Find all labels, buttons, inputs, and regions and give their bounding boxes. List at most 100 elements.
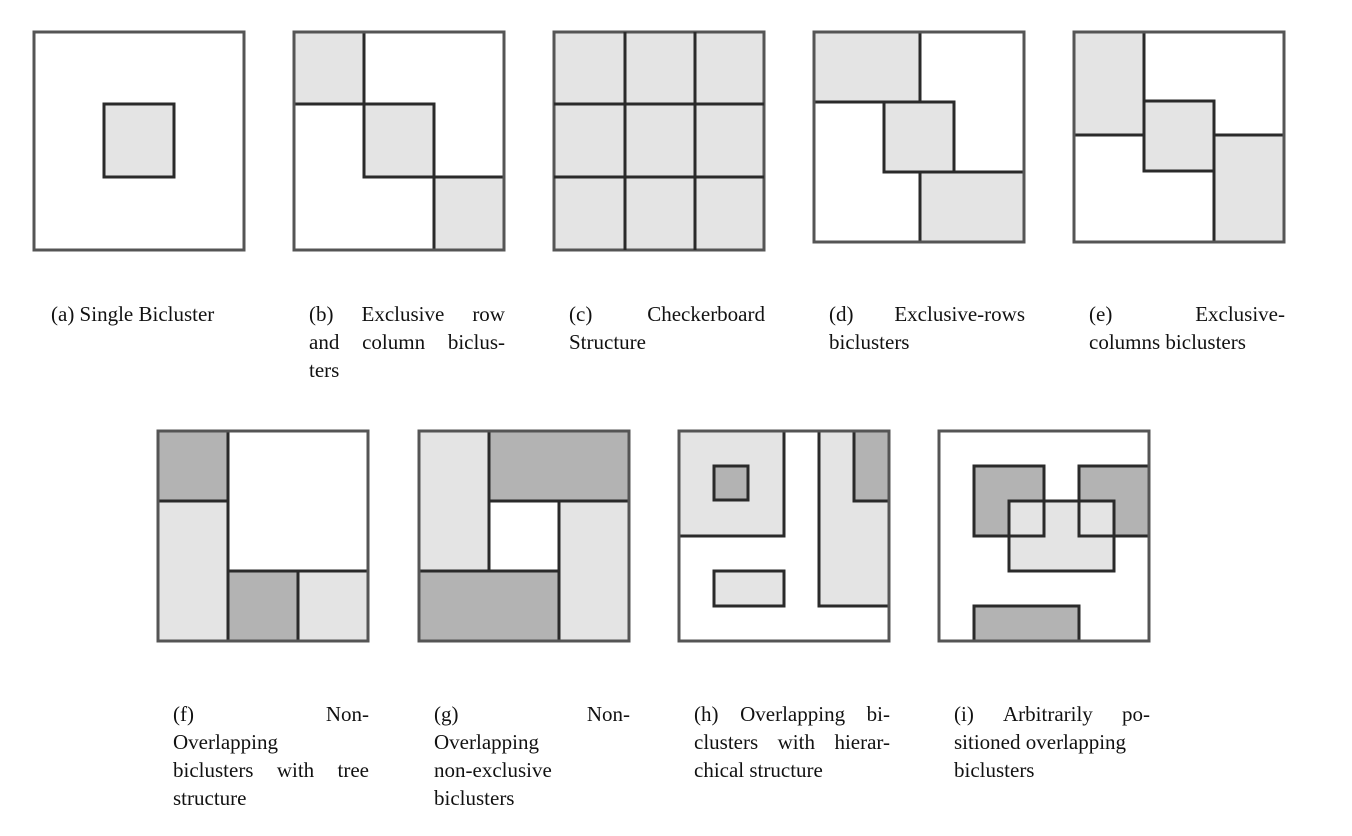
caption-word: (b) xyxy=(309,302,334,326)
caption-d-line-1: biclusters xyxy=(829,328,1025,356)
panel-a-diagram xyxy=(32,30,246,252)
caption-word: biclusters xyxy=(829,330,910,354)
caption-word: sitioned overlapping xyxy=(954,730,1127,754)
caption-word: (d) xyxy=(829,302,854,326)
caption-i-line-2: biclusters xyxy=(954,756,1150,784)
caption-b-line-1: and column biclus- xyxy=(309,328,505,356)
bicluster-h-dark-right xyxy=(852,429,891,503)
bicluster-f-dark-bottom xyxy=(226,569,300,643)
caption-word: (a) Single Bicluster xyxy=(51,302,215,326)
bicluster-g-light-left xyxy=(417,429,491,573)
panel-b-frame-outline xyxy=(292,30,506,252)
panel-h-svg xyxy=(677,429,891,643)
panel-e-frame-outline xyxy=(1072,30,1286,244)
panel-c-svg xyxy=(552,30,766,252)
bicluster-f-light-left xyxy=(156,499,230,643)
caption-word: row xyxy=(472,302,505,326)
bicluster-h-dark-nested xyxy=(712,464,750,502)
panel-c-diagram xyxy=(552,30,766,252)
caption-word: Exclusive- xyxy=(1195,302,1285,326)
caption-word: columns biclusters xyxy=(1089,330,1246,354)
bicluster-d3 xyxy=(918,170,1026,244)
caption-g-line-2: non-exclusive xyxy=(434,756,630,784)
panel-f-diagram xyxy=(156,429,370,643)
caption-word: (h) xyxy=(694,702,719,726)
panel-i-svg xyxy=(937,429,1151,643)
bicluster-b1 xyxy=(292,30,366,106)
caption-word: with xyxy=(276,758,315,782)
caption-a-line-0: (a) Single Bicluster xyxy=(51,300,247,328)
caption-e-line-0: (e) Exclusive- xyxy=(1089,300,1285,328)
bicluster-e3 xyxy=(1212,133,1286,244)
bicluster-h-light-bottom xyxy=(712,569,786,608)
caption-c-line-1: Structure xyxy=(569,328,765,356)
caption-word: Exclusive-rows xyxy=(894,302,1025,326)
bicluster-f-dark-top xyxy=(156,429,230,503)
panel-i-diagram xyxy=(937,429,1151,643)
panel-b-svg xyxy=(292,30,506,252)
panel-g-svg xyxy=(417,429,631,643)
caption-word: biclusters xyxy=(954,758,1035,782)
bicluster-g-light-right xyxy=(557,499,631,643)
bicluster-g-dark-bottom xyxy=(417,569,561,643)
caption-word: (f) xyxy=(173,702,194,726)
caption-f-line-1: Overlapping xyxy=(173,728,369,756)
caption-word: Structure xyxy=(569,330,646,354)
caption-word: structure xyxy=(173,786,247,810)
caption-word: chical structure xyxy=(694,758,823,782)
caption-word: non-exclusive xyxy=(434,758,552,782)
caption-f-line-0: (f)Non- xyxy=(173,700,369,728)
caption-word: po- xyxy=(1121,702,1150,726)
bicluster-g-dark-top xyxy=(487,429,631,503)
caption-i-line-0: (i) Arbitrarily po- xyxy=(954,700,1150,728)
panel-a-svg xyxy=(32,30,246,252)
bicluster-i-dark-left-outline xyxy=(972,464,1046,538)
caption-i: (i) Arbitrarily po-sitioned overlapping bic… xyxy=(954,700,1150,784)
caption-word: Arbitrarily xyxy=(1003,702,1093,726)
caption-word: (g) xyxy=(434,702,459,726)
panel-g-diagram xyxy=(417,429,631,643)
caption-word: Overlapping xyxy=(740,702,846,726)
caption-word: clusters xyxy=(694,730,759,754)
caption-word: Overlapping xyxy=(173,730,278,754)
caption-word: biclus- xyxy=(447,330,505,354)
caption-word: (c) xyxy=(569,302,593,326)
bicluster-b2 xyxy=(362,102,436,179)
bicluster-d1 xyxy=(812,30,922,104)
panel-h-diagram xyxy=(677,429,891,643)
caption-word: Overlapping xyxy=(434,730,539,754)
caption-word: column xyxy=(362,330,426,354)
panel-d-diagram xyxy=(812,30,1026,244)
caption-word: Checkerboard xyxy=(647,302,765,326)
bicluster-f-light-bottom xyxy=(296,569,370,643)
caption-i-line-1: sitioned overlapping xyxy=(954,728,1150,756)
caption-h-line-2: chical structure xyxy=(694,756,890,784)
panel-b-diagram xyxy=(292,30,506,252)
panel-h-frame-outline xyxy=(677,429,891,643)
bicluster-b3 xyxy=(432,175,506,252)
caption-a: (a) Single Bicluster xyxy=(51,300,247,328)
caption-word: hierar- xyxy=(834,730,890,754)
caption-b-line-2: ters xyxy=(309,356,505,384)
bicluster-d2 xyxy=(882,100,956,174)
caption-word: biclusters xyxy=(173,758,254,782)
caption-d-line-0: (d) Exclusive-rows xyxy=(829,300,1025,328)
bicluster-e2 xyxy=(1142,99,1216,173)
caption-e-line-1: columns biclusters xyxy=(1089,328,1285,356)
panel-d-frame-outline xyxy=(812,30,1026,244)
bicluster-single xyxy=(102,102,176,179)
caption-word: (i) xyxy=(954,702,974,726)
caption-f-line-3: structure xyxy=(173,784,369,812)
caption-e: (e) Exclusive-columns biclusters xyxy=(1089,300,1285,356)
caption-word: and xyxy=(309,330,340,354)
caption-word: (e) xyxy=(1089,302,1113,326)
